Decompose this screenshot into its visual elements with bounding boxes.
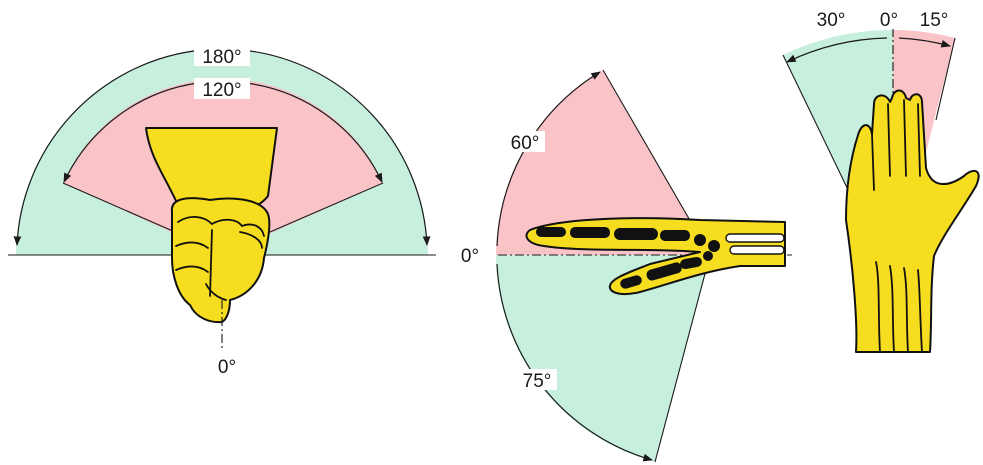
deviation-origin-label: 0° xyxy=(880,10,898,31)
flexion-boundary xyxy=(654,254,711,463)
wrist-flexion-panel: 60° 0° 75° xyxy=(461,69,792,463)
radial-boundary xyxy=(782,54,853,199)
fist-rotation-panel: 180° 120° 0° xyxy=(8,45,436,378)
fist-120-boundary-right xyxy=(269,182,384,233)
fist-inner-range-label: 120° xyxy=(202,80,241,101)
fist-180-arc-right xyxy=(241,49,431,246)
ulnar-deviation-label: 15° xyxy=(920,10,949,31)
wrist-hand-xray-illustration xyxy=(525,217,786,296)
open-hand-illustration xyxy=(845,89,980,353)
fist-120-arc-right xyxy=(245,82,383,183)
wrist-origin-label: 0° xyxy=(461,246,479,267)
wrist-extension-label: 60° xyxy=(511,133,540,154)
fist-120-arc-left xyxy=(63,82,199,183)
wrist-flexion-label: 75° xyxy=(523,371,552,392)
fist-outer-range-label: 180° xyxy=(202,47,241,68)
fist-120-boundary-left xyxy=(62,182,176,233)
wrist-flexion-sector xyxy=(495,255,710,462)
ulnar-arc xyxy=(898,37,951,48)
wrist-deviation-panel: 30° 0° 15° xyxy=(782,8,980,353)
radial-deviation-label: 30° xyxy=(817,10,846,31)
fist-180-arc-left xyxy=(13,49,203,246)
wrist-extension-sector xyxy=(496,70,710,255)
fist-origin-label: 0° xyxy=(218,357,236,378)
fist-hand-illustration xyxy=(145,127,278,324)
ulnar-boundary xyxy=(935,37,956,121)
radial-arc xyxy=(786,37,888,63)
